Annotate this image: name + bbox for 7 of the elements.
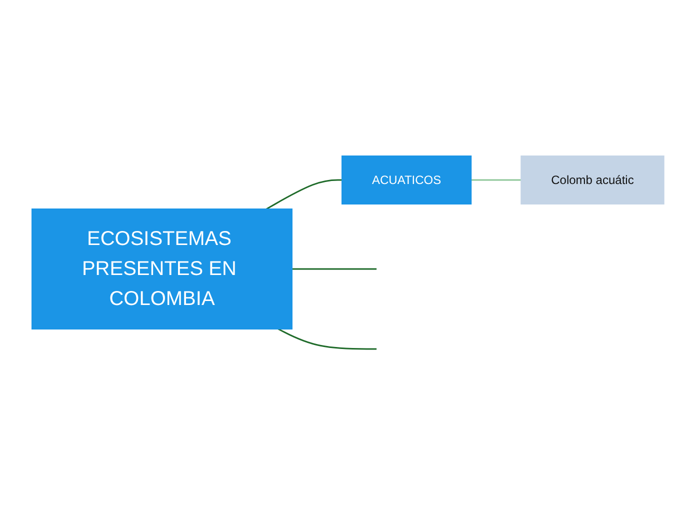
connector (278, 328, 377, 350)
node-box: ECOSISTEMAS PRESENTES EN COLOMBIA (32, 208, 293, 330)
node-box: ACUATICOS (342, 156, 472, 204)
node-box: Colomb acuátic (520, 156, 664, 204)
connector (266, 179, 342, 210)
connector (471, 179, 522, 181)
connector (292, 268, 377, 270)
